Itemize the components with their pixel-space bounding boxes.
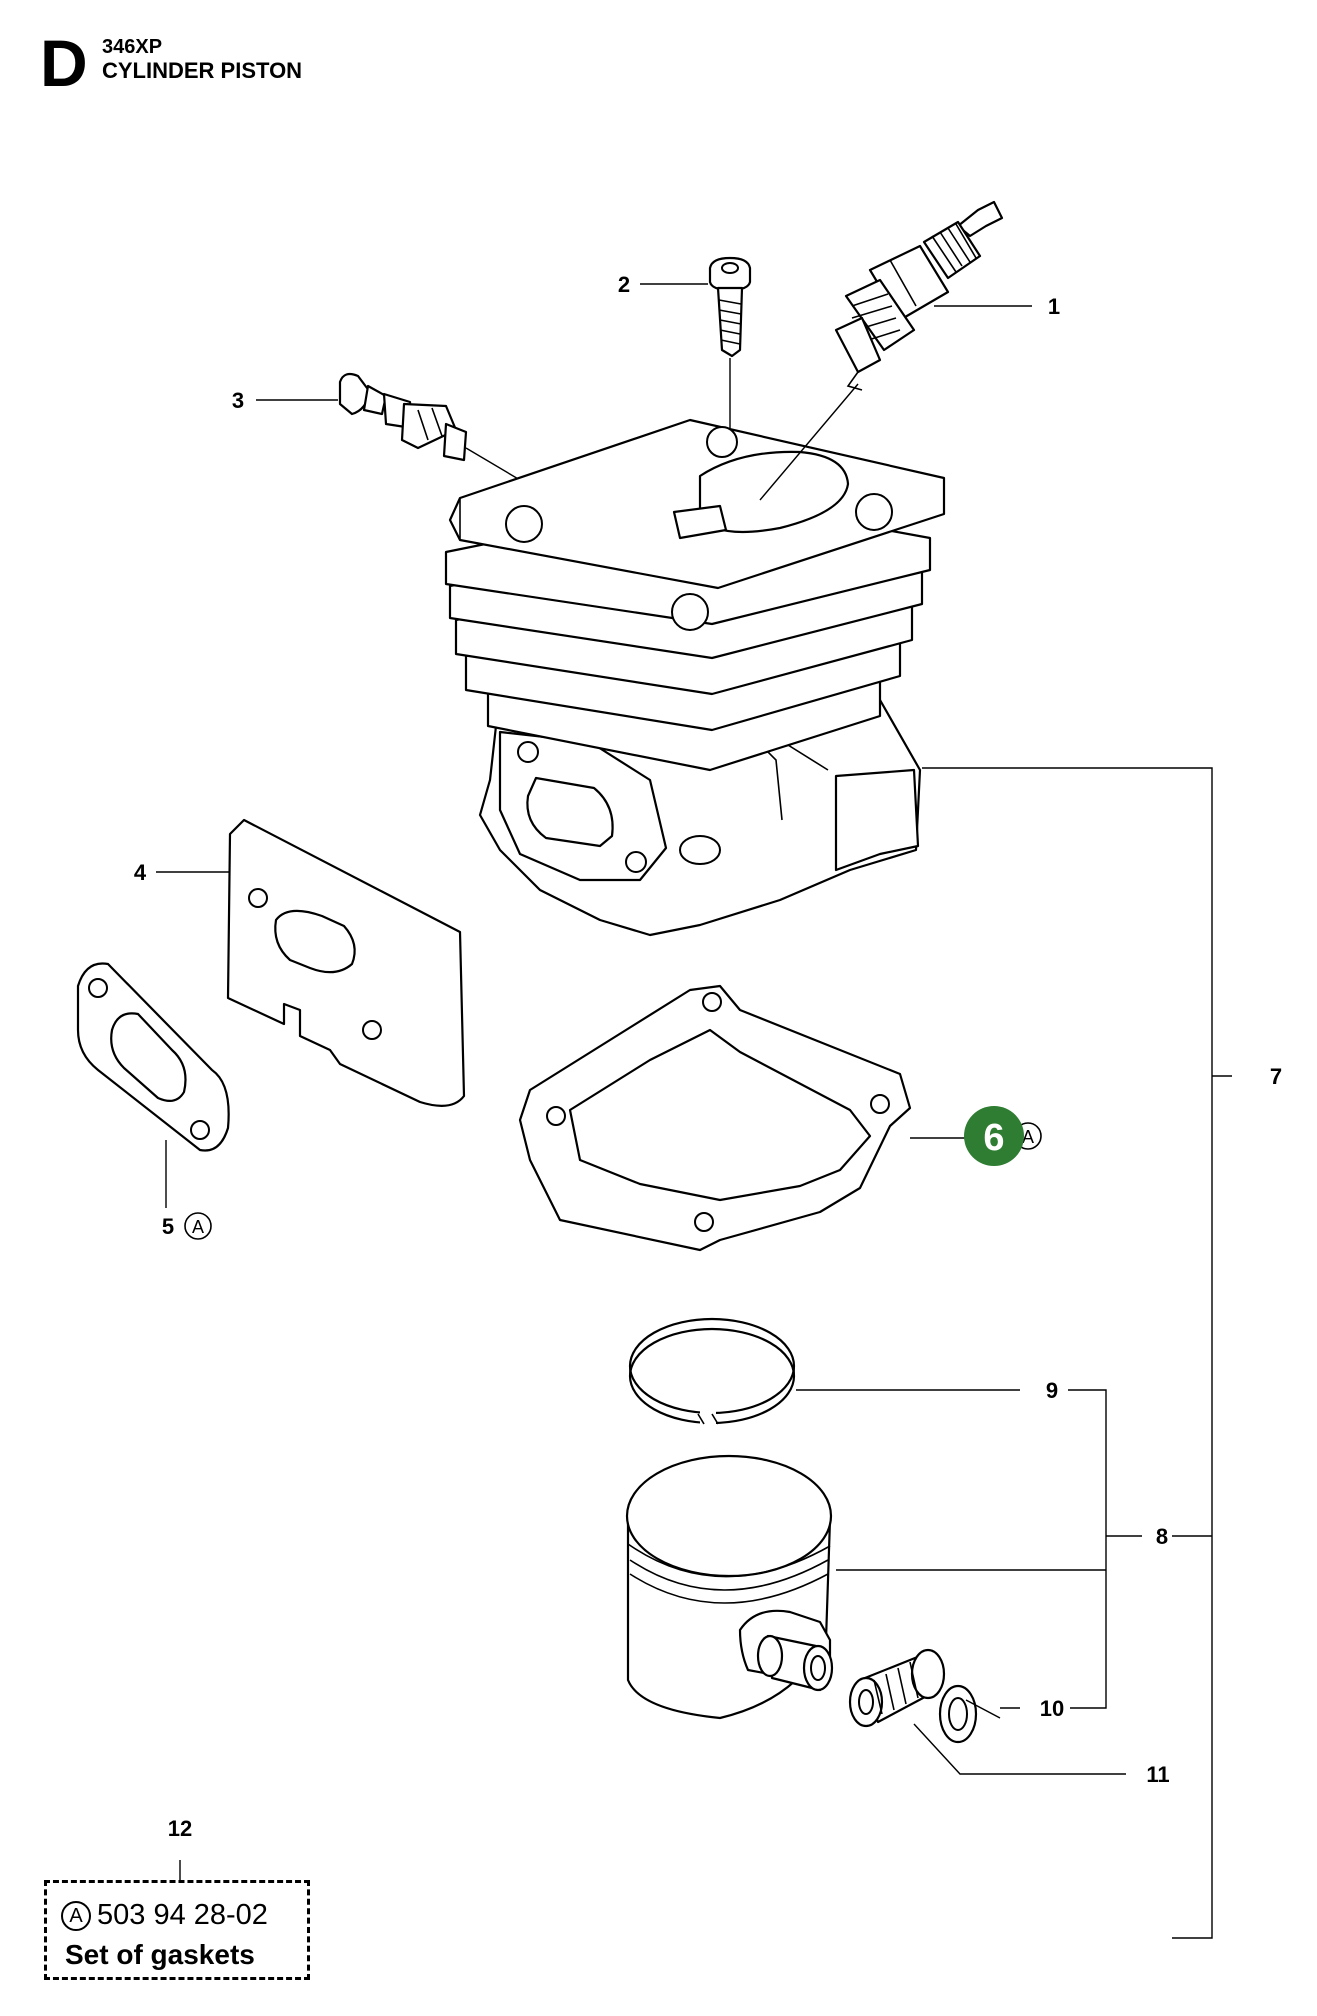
needle-bearing[interactable] xyxy=(848,1648,946,1728)
kit-description: Set of gaskets xyxy=(65,1939,255,1970)
callout-2: 2 xyxy=(618,272,630,297)
exhaust-plate[interactable] xyxy=(226,818,466,1107)
piston-pin[interactable] xyxy=(756,1634,834,1692)
cylinder-base-gasket[interactable] xyxy=(518,984,968,1252)
callout-4: 4 xyxy=(134,860,147,885)
exhaust-gasket[interactable] xyxy=(76,962,230,1208)
kit-marker: A xyxy=(61,1900,91,1931)
highlighted-callout-6[interactable]: 6 xyxy=(964,1106,1024,1166)
callout-6: 6 xyxy=(983,1117,1004,1159)
decompression-valve[interactable] xyxy=(338,372,521,481)
piston-ring[interactable] xyxy=(628,1317,796,1428)
callout-11: 11 xyxy=(1146,1762,1169,1787)
svg-text:A: A xyxy=(1022,1127,1034,1147)
section-title: CYLINDER PISTON xyxy=(102,58,303,83)
cylinder-screw[interactable] xyxy=(708,256,752,430)
piston-pin-circlip[interactable] xyxy=(938,1684,1001,1744)
callout-3: 3 xyxy=(232,388,244,413)
gasket-kit-box: A 503 94 28-02 Set of gaskets xyxy=(44,1880,310,1980)
leader-lines xyxy=(156,283,1232,1939)
kit-part-number: 503 94 28-02 xyxy=(97,1899,268,1931)
callout-7: 7 xyxy=(1270,1064,1282,1089)
callout-1: 1 xyxy=(1048,294,1060,319)
callout-9: 9 xyxy=(1046,1378,1058,1403)
callout-8: 8 xyxy=(1156,1524,1168,1549)
kit-marker-part-5: A xyxy=(184,1212,212,1240)
callout-12: 12 xyxy=(168,1816,192,1841)
section-letter: D xyxy=(40,26,88,100)
spark-plug[interactable] xyxy=(834,200,1004,391)
callout-10: 10 xyxy=(1040,1696,1064,1721)
model-number: 346XP xyxy=(102,36,163,58)
piston[interactable] xyxy=(625,1454,833,1720)
callout-5: 5 xyxy=(162,1214,174,1239)
svg-text:A: A xyxy=(192,1217,204,1237)
cylinder[interactable] xyxy=(444,383,946,937)
